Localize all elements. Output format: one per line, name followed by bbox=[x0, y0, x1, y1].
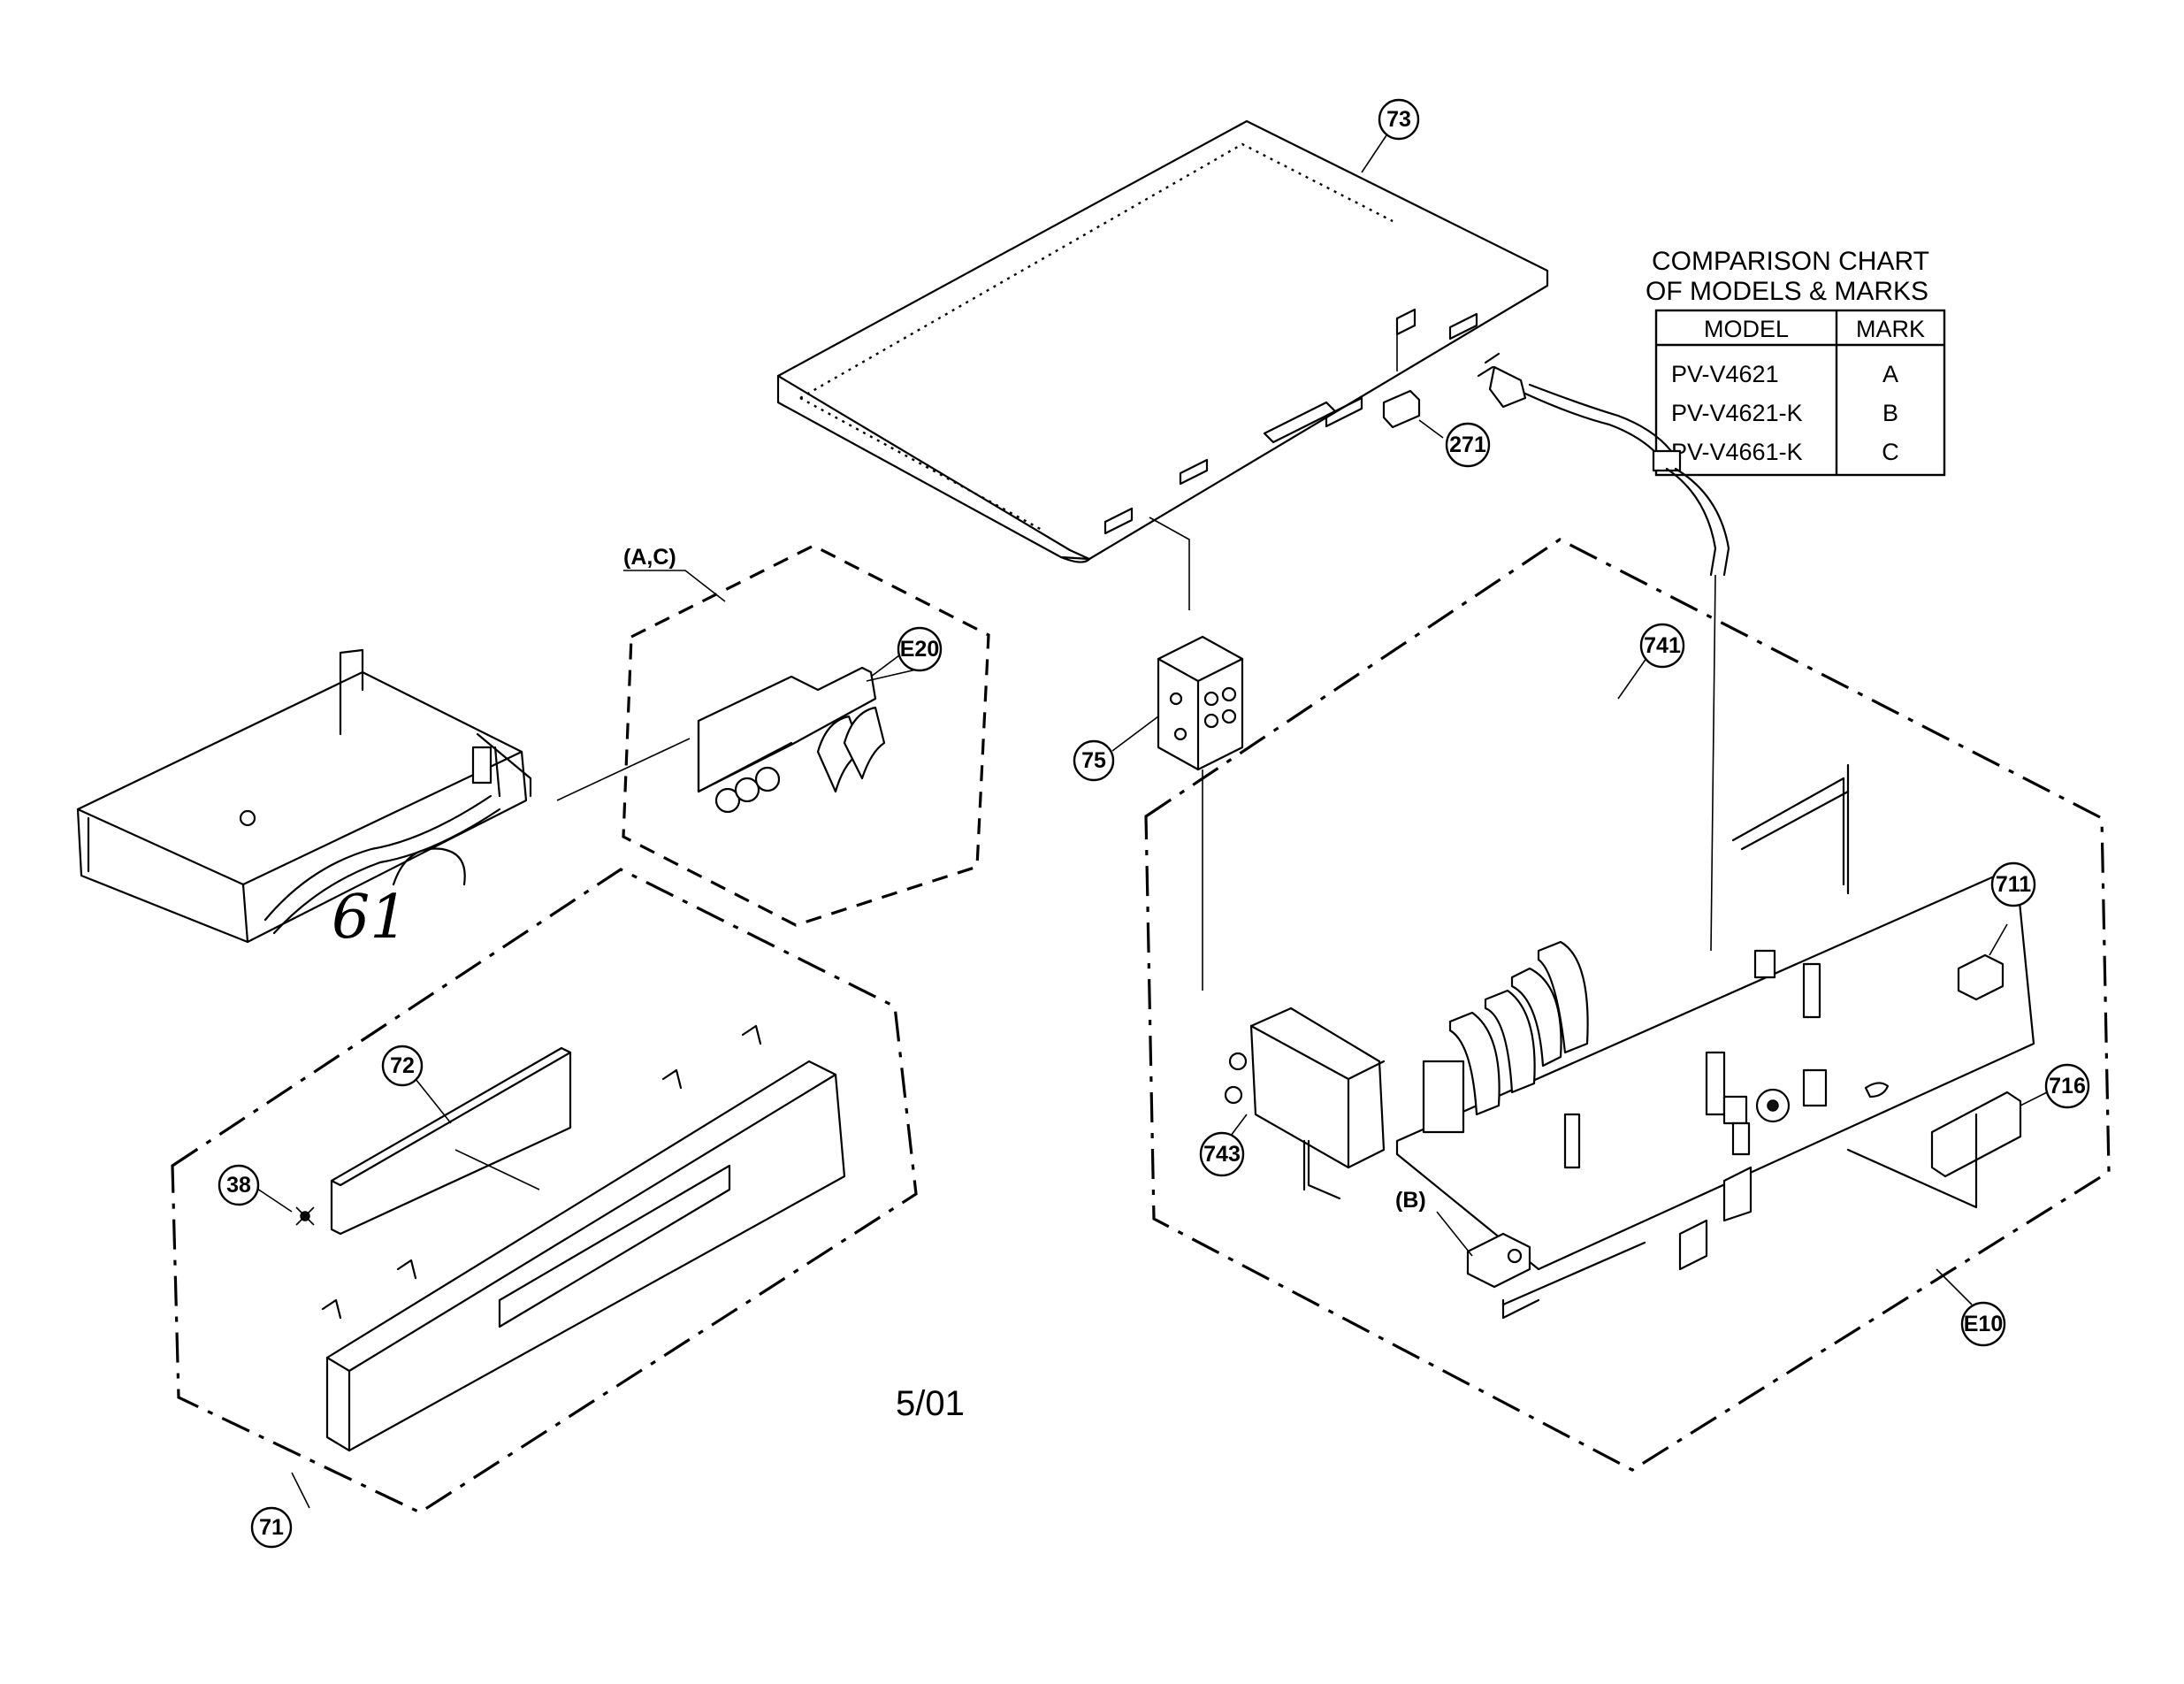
svg-text:271: 271 bbox=[1449, 432, 1486, 457]
chart-title-line2: OF MODELS & MARKS bbox=[1646, 277, 1928, 306]
callout-38: 38 bbox=[218, 1164, 260, 1206]
chart-header-model: MODEL bbox=[1704, 316, 1789, 342]
top-cover-73 bbox=[776, 119, 1549, 563]
svg-text:E20: E20 bbox=[900, 637, 939, 662]
chart-header-mark: MARK bbox=[1856, 316, 1925, 342]
front-panel-group-71 bbox=[171, 868, 918, 1514]
chart-title-line1: COMPARISON CHART bbox=[1652, 247, 1929, 276]
svg-text:38: 38 bbox=[226, 1173, 251, 1198]
svg-text:E10: E10 bbox=[1964, 1312, 2003, 1336]
input-board-group-ac: (A,C) bbox=[622, 544, 990, 927]
jack-panel-75 bbox=[1149, 517, 1244, 991]
svg-text:711: 711 bbox=[1996, 872, 2031, 897]
chart-row-mark: B bbox=[1882, 400, 1898, 426]
svg-text:72: 72 bbox=[390, 1053, 415, 1078]
callout-743: 743 bbox=[1199, 1131, 1245, 1177]
callout-72: 72 bbox=[381, 1045, 424, 1087]
mechanism-chassis-61: 61 bbox=[76, 648, 532, 953]
group-tag-b: (B) bbox=[1395, 1188, 1426, 1213]
chart-row-model: PV-V4621 bbox=[1671, 361, 1779, 387]
main-board-group-e10: (B) bbox=[1144, 352, 2111, 1472]
svg-text:741: 741 bbox=[1644, 633, 1681, 658]
callout-75: 75 bbox=[1073, 739, 1115, 782]
callout-71: 71 bbox=[250, 1506, 293, 1549]
callout-711: 711 bbox=[1990, 861, 2036, 907]
chart-row-model: PV-V4621-K bbox=[1671, 400, 1803, 426]
chart-row-mark: C bbox=[1882, 439, 1899, 465]
chart-row-model: PV-V4661-K bbox=[1671, 439, 1803, 465]
svg-text:716: 716 bbox=[2049, 1074, 2086, 1098]
date-code: 5/01 bbox=[896, 1384, 965, 1423]
callout-e10: E10 bbox=[1960, 1301, 2006, 1347]
svg-text:743: 743 bbox=[1203, 1142, 1241, 1167]
comparison-chart: COMPARISON CHART OF MODELS & MARKS MODEL… bbox=[1646, 247, 1946, 477]
svg-text:71: 71 bbox=[259, 1515, 284, 1540]
callout-716: 716 bbox=[2044, 1063, 2090, 1109]
group-tag-ac: (A,C) bbox=[623, 545, 676, 570]
callout-271: 271 bbox=[1445, 422, 1491, 468]
handwritten-part-number: 61 bbox=[332, 883, 409, 953]
callout-e20: E20 bbox=[897, 626, 943, 672]
svg-text:73: 73 bbox=[1386, 107, 1411, 132]
callout-73: 73 bbox=[1378, 98, 1420, 141]
chart-row-mark: A bbox=[1882, 361, 1898, 387]
callout-741: 741 bbox=[1639, 623, 1685, 669]
svg-text:75: 75 bbox=[1081, 748, 1106, 773]
